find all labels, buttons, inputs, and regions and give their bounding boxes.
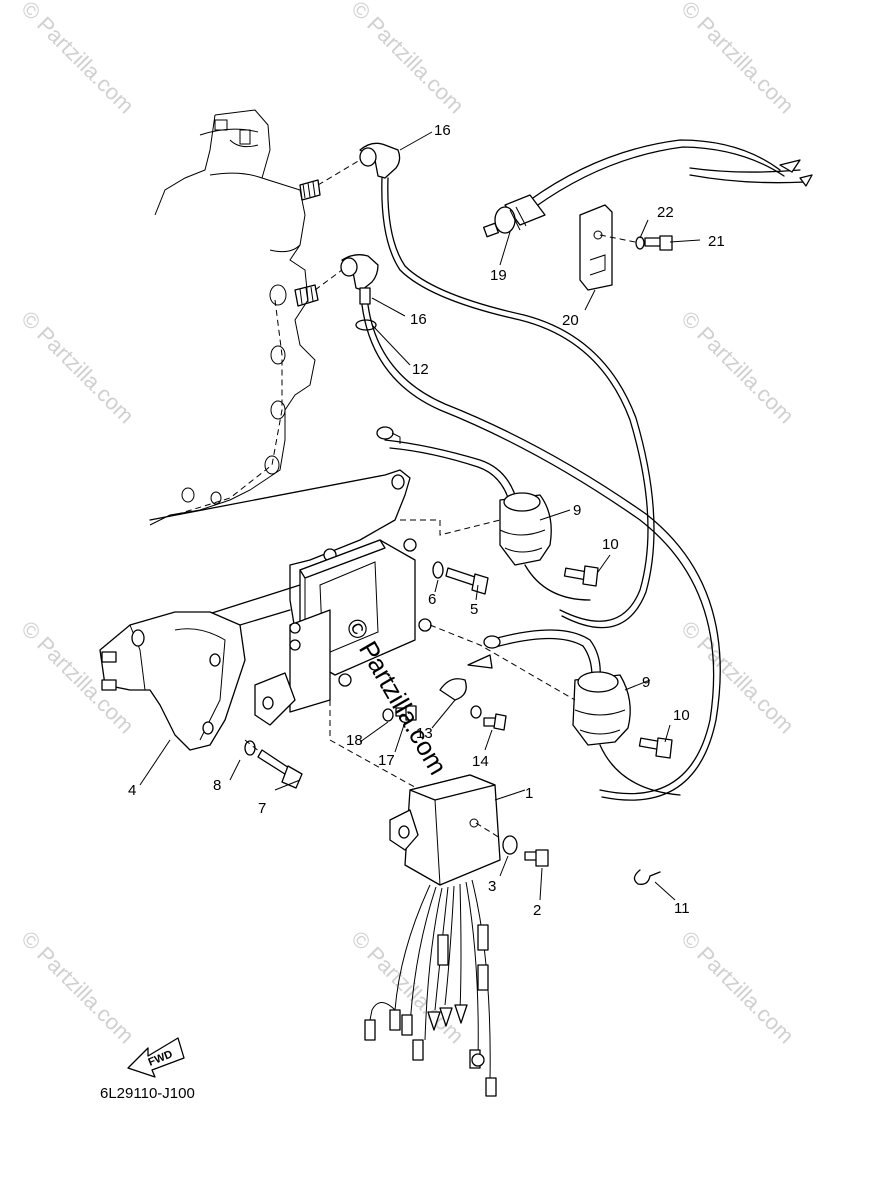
callout-2: 2 [533, 902, 541, 919]
callout-8: 8 [213, 777, 221, 794]
callout-9-lower: 9 [642, 674, 650, 691]
mounting-bracket [99, 611, 246, 751]
spark-plug-lower [294, 284, 319, 307]
callout-3: 3 [488, 878, 496, 895]
bolt-21 [644, 235, 673, 251]
bolt-7 [257, 749, 303, 789]
ignition-coil-upper [376, 426, 591, 601]
callout-10-upper: 10 [602, 536, 619, 553]
callout-13: 13 [416, 725, 433, 742]
engine-block-outline [149, 109, 316, 526]
washer-3 [502, 835, 518, 855]
plug-cap-upper [317, 142, 401, 186]
stop-switch [483, 139, 813, 238]
callout-4: 4 [128, 782, 136, 799]
callout-21: 21 [708, 233, 725, 250]
bolt-17 [395, 705, 417, 721]
callout-7: 7 [258, 800, 266, 817]
callout-22: 22 [657, 204, 674, 221]
watermark-tiles: © Partzilla.com © Partzilla.com © Partzi… [16, 0, 799, 1048]
plug-cap-lower [314, 254, 379, 331]
high-tension-lead-upper-inner [387, 177, 655, 629]
cdi-housing [254, 538, 432, 726]
callout-9-upper: 9 [573, 502, 581, 519]
callout-labels: 16 22 21 19 20 16 12 9 10 6 5 9 10 13 18… [128, 122, 725, 919]
watermark-tile: © Partzilla.com [16, 0, 139, 118]
washer-6 [432, 561, 444, 579]
callout-20: 20 [562, 312, 579, 329]
watermark-tile: © Partzilla.com [676, 616, 799, 739]
watermark-tile: © Partzilla.com [16, 306, 139, 429]
washer-18 [382, 708, 394, 722]
callout-5: 5 [470, 601, 478, 618]
callout-18: 18 [346, 732, 363, 749]
leader-lines [139, 131, 701, 901]
bolt-5 [445, 567, 489, 595]
wire-harness [364, 879, 497, 1097]
callout-14: 14 [472, 753, 489, 770]
watermark-tile: © Partzilla.com [346, 0, 469, 118]
stop-switch-bracket [579, 204, 641, 291]
fwd-arrow-icon: FWD [127, 1037, 185, 1078]
callout-16-lower: 16 [410, 311, 427, 328]
spark-plug-upper [299, 179, 321, 201]
clip-11 [633, 869, 661, 885]
bolt-14 [483, 713, 507, 731]
callout-11: 11 [674, 900, 690, 917]
callout-1: 1 [525, 785, 533, 802]
washer-8 [244, 740, 256, 756]
callout-17: 17 [378, 752, 395, 769]
bolt-10-lower [638, 737, 673, 759]
assembly-guide-lines [244, 700, 421, 791]
bolt-2 [524, 849, 549, 867]
watermark-tile: © Partzilla.com [16, 926, 139, 1049]
callout-19: 19 [490, 267, 507, 284]
high-tension-lead-upper [381, 177, 649, 622]
callout-10-lower: 10 [673, 707, 690, 724]
cdi-unit [389, 774, 501, 886]
diagram-part-code: 6L29110-J100 [100, 1085, 195, 1102]
callout-6: 6 [428, 591, 436, 608]
callout-16-upper: 16 [434, 122, 451, 139]
watermark-tile: © Partzilla.com [676, 0, 799, 118]
ignition-coil-lower [429, 624, 681, 796]
bolt-10-upper [563, 565, 599, 587]
watermark-tile: © Partzilla.com [676, 306, 799, 429]
high-tension-lead-lower-inner [367, 304, 721, 801]
high-tension-lead-lower [361, 304, 715, 795]
washer-14 [470, 705, 482, 719]
grommet-13 [439, 678, 467, 701]
washer-22 [635, 236, 645, 250]
watermark-tile: © Partzilla.com [676, 926, 799, 1049]
callout-12: 12 [412, 361, 429, 378]
